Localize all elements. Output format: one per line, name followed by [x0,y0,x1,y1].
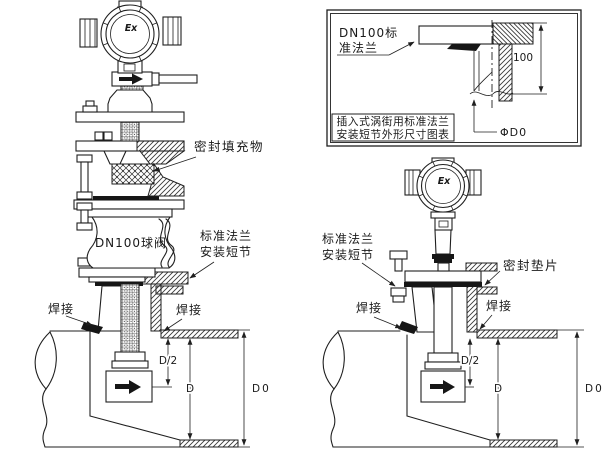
flow-arrow-icon [129,380,141,394]
dim-half-bore: D/2 [159,355,177,367]
weld-label: 焊接 [48,301,74,316]
height-dim: 100 [513,52,533,64]
flange-label-line2: 安装短节 [322,247,374,262]
pipe-wall-section-top [160,329,239,339]
gasket [95,282,143,286]
flange-label-line1: 标准法兰 [322,232,374,246]
valve-label: DN100球阀 [95,236,167,250]
ball-valve-body [86,216,176,269]
gasket [93,196,159,200]
inset-detail-box: 100 ΦD0 DN100标 准法兰 插入式涡街用标准法兰 安装短节外形尺寸图表 [326,9,582,147]
dim-bore: D [494,383,502,395]
ex-marking: Ex [438,176,451,187]
dim-outer: D0 [585,383,604,395]
gasket-label: 密封垫片 [503,258,559,273]
inset-caption-line1: 插入式涡街用标准法兰 [337,114,450,128]
transmitter-head: Ex [404,157,482,213]
lever-handle [158,74,198,84]
seal-filler-label: 密封填充物 [194,139,264,154]
flow-arrow-icon [132,73,143,85]
pipe-wall-section-bottom [179,439,239,448]
probe-guide-cone [411,286,438,333]
pipe-right [322,329,584,448]
flange-hub-section [492,22,534,45]
inset-caption-line2: 安装短节外形尺寸图表 [337,127,450,141]
inset-flange-label-line2: 准法兰 [339,41,378,55]
ex-marking: Ex [125,23,138,34]
threaded-probe-stem [120,121,140,142]
instrument-flange [404,270,482,283]
right-assembly: Ex [389,157,498,403]
dim-outer: D0 [252,383,271,395]
dim-half-bore: D/2 [461,355,479,367]
pipe-wall-section-bottom [489,439,558,448]
weld-bead-left [398,321,418,334]
pipe-left [34,327,239,448]
flange-label-line1: 标准法兰 [200,229,252,243]
packing-seal [111,163,155,185]
left-assembly: Ex DN100球阀 [73,0,198,403]
valve-lever [158,218,168,268]
flow-arrow-icon [443,380,455,394]
left-dimensions: D/2 D D0 焊接 焊接 密封填充物 标准法兰 安装短节 [48,139,271,448]
weld-bead [447,44,481,51]
spool-wall [150,283,162,332]
weld-label: 焊接 [176,302,202,317]
pipe-break-curve [322,331,345,390]
inset-flange-label-line1: DN100标 [339,26,398,40]
pipe-wall-section-top [476,329,558,339]
weld-label: 焊接 [486,298,512,313]
diameter-dim: ΦD0 [500,126,527,139]
right-dimensions: D/2 D D0 焊接 焊接 密封垫片 标准法兰 安装短节 [322,232,604,446]
spool-tube-wall [473,51,480,91]
flange-plate [418,25,494,45]
spool-flange-ring [465,262,498,272]
pipe-break-curve [34,331,57,390]
probe-stem [433,286,453,354]
pipe-cutaway-edge [406,334,491,441]
sealing-gasket [404,282,482,287]
threaded-probe-stem [120,283,140,353]
pipe-cutaway-edge [89,327,181,441]
flange-label-line2: 安装短节 [200,244,252,259]
weld-label: 焊接 [356,300,382,315]
transmitter-head: Ex [79,0,182,64]
dim-bore: D [186,383,194,395]
